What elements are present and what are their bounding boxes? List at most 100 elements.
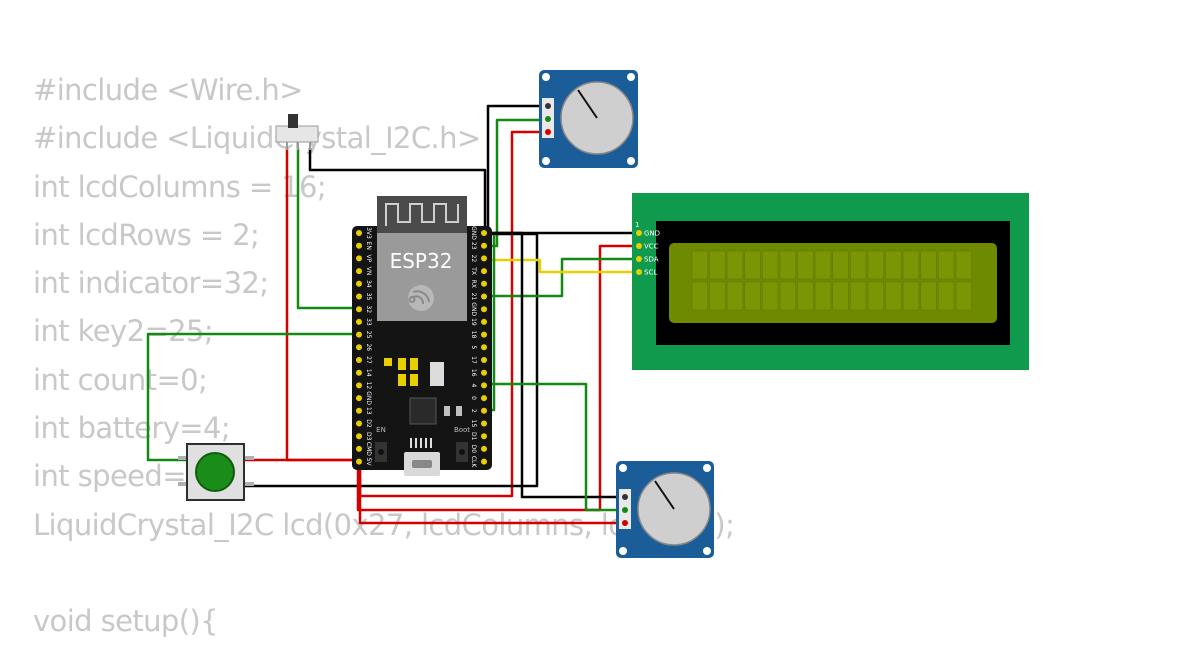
esp32-pin-33[interactable] — [356, 318, 362, 325]
esp32-pin-vn[interactable] — [356, 268, 362, 275]
lcd-char-cell — [902, 250, 920, 280]
lcd-char-cell — [832, 281, 849, 311]
esp32-pin-d3[interactable] — [356, 433, 362, 440]
esp32-pin-34[interactable] — [356, 280, 362, 287]
wire-switch-sig — [296, 148, 360, 310]
lcd-char-cell — [762, 281, 779, 311]
esp32-pin-2[interactable] — [481, 407, 487, 414]
potentiometer-1[interactable] — [539, 70, 638, 168]
lcd-char-cell — [867, 281, 884, 311]
esp32-pin-25[interactable] — [356, 331, 362, 338]
esp32-pin-label: 4 — [470, 383, 477, 387]
esp32-pin-22[interactable] — [481, 255, 487, 262]
esp32-pin-label: 12 — [365, 382, 372, 390]
lcd-pin-scl[interactable] — [636, 269, 642, 275]
esp32-pin-en[interactable] — [356, 242, 362, 249]
esp32-pin-19[interactable] — [481, 318, 487, 325]
esp32-pin-4[interactable] — [481, 382, 487, 389]
esp32-pin-label: CLK — [470, 456, 477, 469]
esp32-pin-35[interactable] — [356, 293, 362, 300]
esp32-pin-14[interactable] — [356, 369, 362, 376]
esp32-pin-d1[interactable] — [481, 433, 487, 440]
esp32-pin-label: D1 — [470, 432, 477, 441]
esp32-pin-label: EN — [365, 242, 372, 250]
lcd-char-cell — [955, 250, 972, 280]
lcd-char-cell — [850, 281, 867, 311]
lcd-char-cell — [726, 250, 744, 280]
esp32-pin-26[interactable] — [356, 344, 362, 351]
lcd-char-cell — [709, 281, 726, 311]
esp32-pin-label: D3 — [365, 432, 372, 441]
lcd-char-cell — [938, 281, 955, 311]
esp32-pin-3v3[interactable] — [356, 230, 362, 236]
lcd-char-cell — [797, 250, 814, 280]
lcd-char-cell — [709, 250, 726, 280]
esp32-pin-label: 35 — [365, 293, 372, 301]
esp32-pin-label: GND — [365, 391, 372, 405]
esp32-pin-17[interactable] — [481, 357, 487, 363]
esp32-pin-16[interactable] — [481, 369, 487, 376]
lcd-pin-one-label: 1 — [635, 221, 639, 229]
esp32-pin-label: 32 — [365, 305, 372, 313]
esp32-pin-label: 19 — [470, 318, 477, 326]
lcd-character-grid — [691, 250, 972, 311]
potentiometer-2[interactable] — [616, 461, 714, 558]
esp32-pin-d0[interactable] — [481, 445, 487, 452]
esp32-pin-label: 15 — [470, 420, 477, 428]
esp32-pin-vp[interactable] — [356, 255, 362, 262]
esp32-pin-gnd[interactable] — [356, 395, 362, 402]
esp32-pin-label: 13 — [365, 407, 372, 415]
wire-pot1-gnd — [484, 104, 546, 235]
esp32-pin-label: VN — [365, 267, 372, 276]
esp32-pin-13[interactable] — [356, 407, 362, 414]
lcd-char-cell — [885, 250, 902, 280]
esp32-pin-gnd[interactable] — [481, 230, 487, 236]
esp32-pin-23[interactable] — [481, 242, 487, 249]
esp32-pin-21[interactable] — [481, 293, 487, 300]
code-line: int indicator=32; — [33, 266, 269, 301]
esp32-pin-cmd[interactable] — [356, 445, 362, 452]
esp32-pin-label: 27 — [365, 356, 372, 364]
lcd-char-cell — [955, 281, 972, 311]
esp32-pin-rx[interactable] — [481, 280, 487, 287]
esp32-pin-label: 0 — [470, 396, 477, 400]
esp32-pin-d2[interactable] — [356, 420, 362, 427]
lcd-pin-label: SCL — [644, 269, 657, 277]
lcd-pin-vcc[interactable] — [636, 243, 642, 249]
lcd-pin-label: SDA — [644, 256, 659, 264]
esp32-pin-5[interactable] — [481, 344, 487, 351]
lcd-pin-sda[interactable] — [636, 256, 642, 262]
esp32-pin-27[interactable] — [356, 357, 362, 363]
lcd-pin-gnd[interactable] — [636, 230, 642, 236]
esp32-pin-gnd[interactable] — [481, 306, 487, 313]
esp32-board[interactable]: ESP32 3V3ENVPVN343532332526271412GND13D2… — [352, 196, 492, 476]
slide-switch[interactable] — [275, 114, 319, 150]
lcd-pin-label: GND — [644, 230, 660, 238]
esp32-left-pins: 3V3ENVPVN343532332526271412GND13D2D3CMD5… — [356, 227, 372, 466]
esp32-pin-5v[interactable] — [356, 458, 362, 465]
esp32-pin-label: 5V — [365, 458, 372, 467]
esp32-pin-label: 18 — [470, 331, 477, 339]
esp32-pin-clk[interactable] — [481, 458, 487, 465]
esp32-chip — [409, 397, 437, 425]
esp32-pin-label: 25 — [365, 331, 372, 339]
wire-pot1-sig — [484, 118, 546, 248]
esp32-pin-18[interactable] — [481, 331, 487, 338]
esp32-pin-12[interactable] — [356, 382, 362, 389]
esp32-pin-32[interactable] — [356, 306, 362, 313]
esp32-pin-tx[interactable] — [481, 268, 487, 275]
code-line: int battery=4; — [33, 411, 231, 446]
push-button[interactable] — [178, 443, 254, 501]
lcd-char-cell — [867, 250, 884, 280]
esp32-pin-0[interactable] — [481, 395, 487, 402]
code-editor-background: #include <Wire.h>#include <LiquidCrystal… — [33, 66, 735, 646]
esp32-pin-15[interactable] — [481, 420, 487, 427]
code-line: #include <Wire.h> — [33, 73, 303, 107]
lcd-char-cell — [797, 281, 814, 311]
wire-pot2-gnd — [484, 231, 625, 499]
esp32-pin-label: 5 — [470, 345, 477, 349]
esp32-pin-label: D0 — [470, 445, 477, 454]
esp32-pin-label: CMD — [365, 442, 372, 456]
esp32-pin-label: 21 — [470, 293, 477, 301]
